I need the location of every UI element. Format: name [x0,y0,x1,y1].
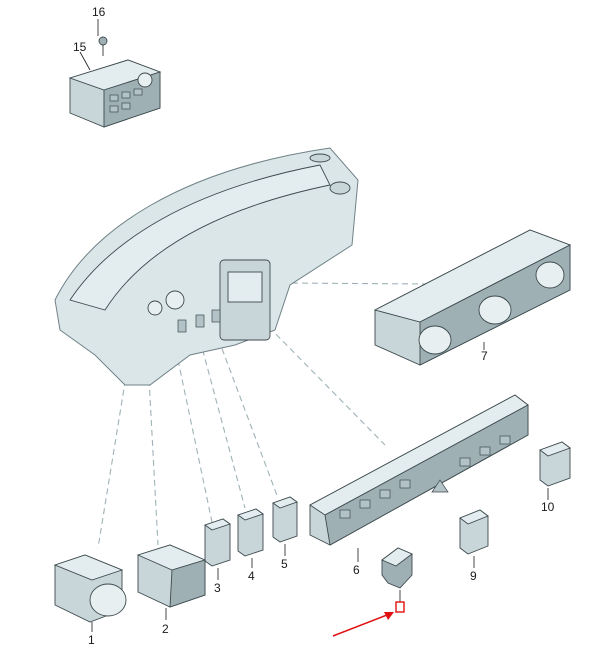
callout-3: 3 [214,581,221,595]
callout-4: 4 [248,569,255,583]
button-strip-6 [309,394,529,546]
climate-control-panel-7 [373,229,572,366]
switch-3 [204,518,231,567]
red-arrow-shaft [332,612,393,637]
callout-7: 7 [481,349,488,363]
switch-9 [459,509,489,555]
rear-control-unit-15 [68,59,162,128]
switch-10 [539,441,571,487]
light-switch-2 [136,544,207,608]
highlight-box [395,601,405,613]
red-arrow-head [384,612,394,620]
callout-9: 9 [470,569,477,583]
button-cap-8 [381,547,413,589]
switch-4 [237,508,264,557]
switch-5 [272,496,298,543]
callout-5: 5 [281,557,288,571]
callout-10: 10 [541,500,555,514]
headlight-switch-1 [53,554,127,623]
dashed-leader-lines [97,282,431,549]
dashboard-illustration [54,147,359,386]
callout-16: 16 [92,5,106,19]
callout-2: 2 [162,622,169,636]
callout-6: 6 [353,563,360,577]
callout-15: 15 [73,40,87,54]
screw-16 [98,36,108,56]
callout-1: 1 [88,633,95,647]
